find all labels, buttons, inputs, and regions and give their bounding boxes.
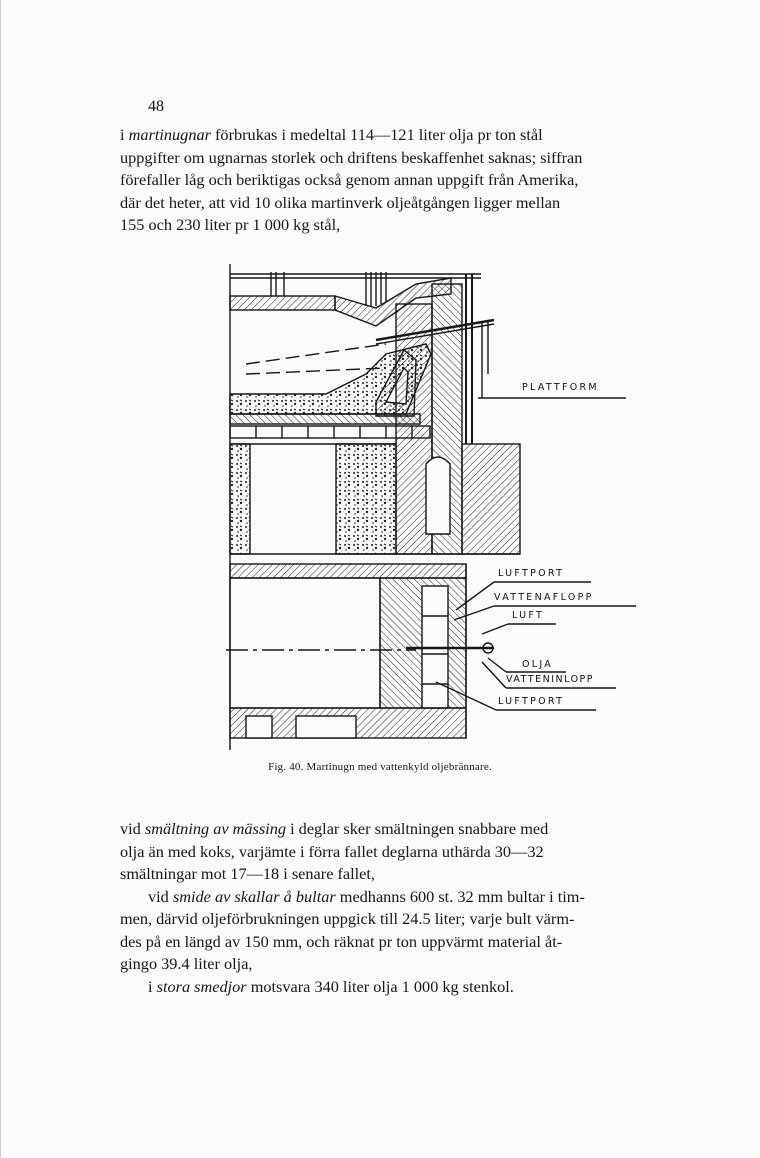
page-number: 48 — [148, 98, 164, 115]
label-luftport-bottom: LUFTPORT — [498, 696, 565, 707]
furnace-cross-section — [226, 264, 636, 750]
text-line: vid smältning av mässing i deglar sker s… — [120, 819, 549, 838]
paragraph-1: i martinugnar förbrukas i medeltal 114—1… — [120, 124, 696, 237]
label-luft: LUFT — [512, 610, 545, 621]
label-vatteninl: VATTENINLOPP — [506, 674, 594, 685]
text-line: gingo 39.4 liter olja, — [120, 954, 253, 973]
text-line: 155 och 230 liter pr 1 000 kg stål, — [120, 215, 341, 234]
text-line: olja än med koks, varjämte i förra falle… — [120, 841, 544, 861]
text-line: i stora smedjor motsvara 340 liter olja … — [148, 976, 514, 996]
label-olja: OLJA — [522, 659, 554, 670]
text-line: där det heter, att vid 10 olika martinve… — [120, 192, 561, 212]
text-line: förefaller låg och beriktigas också geno… — [120, 170, 579, 189]
page-edge — [0, 0, 1, 1158]
text-line: des på en längd av 150 mm, och räknat pr… — [120, 931, 563, 951]
paragraph-2: vid smältning av mässing i deglar sker s… — [120, 818, 696, 998]
figure-caption: Fig. 40. Martinugn med vattenkyld oljebr… — [268, 761, 492, 773]
text-line: i martinugnar förbrukas i medeltal 114—1… — [120, 125, 543, 144]
text-line: smältningar mot 17—18 i senare fallet, — [120, 864, 376, 883]
text-line: vid smide av skallar å bultar medhanns 6… — [148, 886, 585, 906]
furnace-drawing: PLATTFORM LUFTPORT VATTENAFLOPP LUFT OLJ… — [226, 264, 646, 754]
label-luftport-top: LUFTPORT — [498, 568, 565, 579]
label-plattform: PLATTFORM — [522, 382, 599, 393]
text-line: uppgifter om ugnarnas storlek och drifte… — [120, 147, 583, 167]
label-vattenafl: VATTENAFLOPP — [494, 592, 594, 603]
text-line: men, därvid oljeförbrukningen uppgick ti… — [120, 909, 575, 928]
